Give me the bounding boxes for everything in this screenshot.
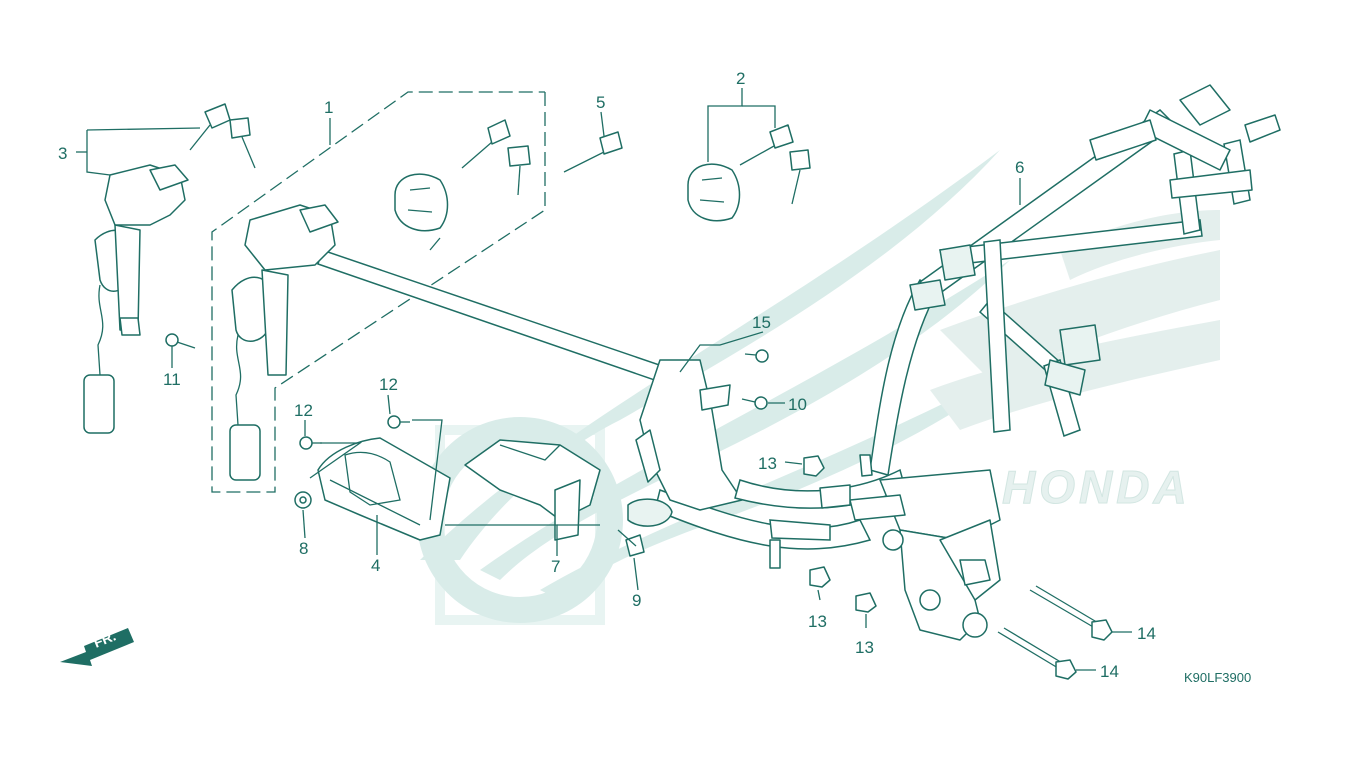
screw-12-lower [299, 436, 322, 450]
bolt-14-upper [1029, 585, 1113, 641]
nut-13-middle [809, 566, 831, 588]
nut-13-upper [803, 455, 825, 477]
figure-code: K90LF3900 [1184, 670, 1251, 685]
callout-7: 7 [551, 557, 560, 576]
callout-13-lower: 13 [855, 638, 874, 657]
nut-13-lower [855, 592, 877, 613]
callout-6: 6 [1015, 158, 1024, 177]
callout-12-upper: 12 [379, 375, 398, 394]
callout-15: 15 [752, 313, 771, 332]
callout-5: 5 [596, 93, 605, 112]
ignition-switch-3 [83, 164, 189, 434]
callout-14-lower: 14 [1100, 662, 1119, 681]
honda-watermark-text: HONDA [1002, 461, 1191, 513]
callout-13-middle: 13 [808, 612, 827, 631]
callout-11: 11 [163, 370, 181, 389]
seat-lock-set-2 [687, 124, 811, 222]
callout-1: 1 [324, 98, 333, 117]
front-marker-label: FR. [91, 627, 118, 650]
callout-4: 4 [371, 556, 380, 575]
front-direction-arrow: FR. [60, 627, 134, 666]
ignition-keys-3 [189, 103, 256, 169]
callout-13-upper: 13 [758, 454, 777, 473]
washer-8 [294, 491, 312, 509]
bolt-9 [617, 529, 645, 557]
callout-3: 3 [58, 144, 67, 163]
screw-12-upper [387, 415, 410, 429]
callout-8: 8 [299, 539, 308, 558]
callout-12-lower: 12 [294, 401, 313, 420]
bolt-10 [741, 396, 768, 410]
kit-dashed-outline [211, 91, 546, 493]
callout-14-upper: 14 [1137, 624, 1156, 643]
screw-11 [165, 333, 196, 349]
callout-10: 10 [788, 395, 807, 414]
kit-seat-lock [394, 173, 449, 232]
cover-4 [317, 437, 451, 541]
bolt-15 [744, 349, 769, 363]
main-frame [317, 84, 1281, 641]
kit-keys [461, 119, 531, 196]
key-blank-5 [563, 131, 623, 173]
leader-lines [76, 88, 1132, 671]
bolt-14-lower [997, 627, 1077, 680]
callout-9: 9 [632, 591, 641, 610]
callout-2: 2 [736, 69, 745, 88]
kit-ignition-switch [229, 204, 339, 481]
